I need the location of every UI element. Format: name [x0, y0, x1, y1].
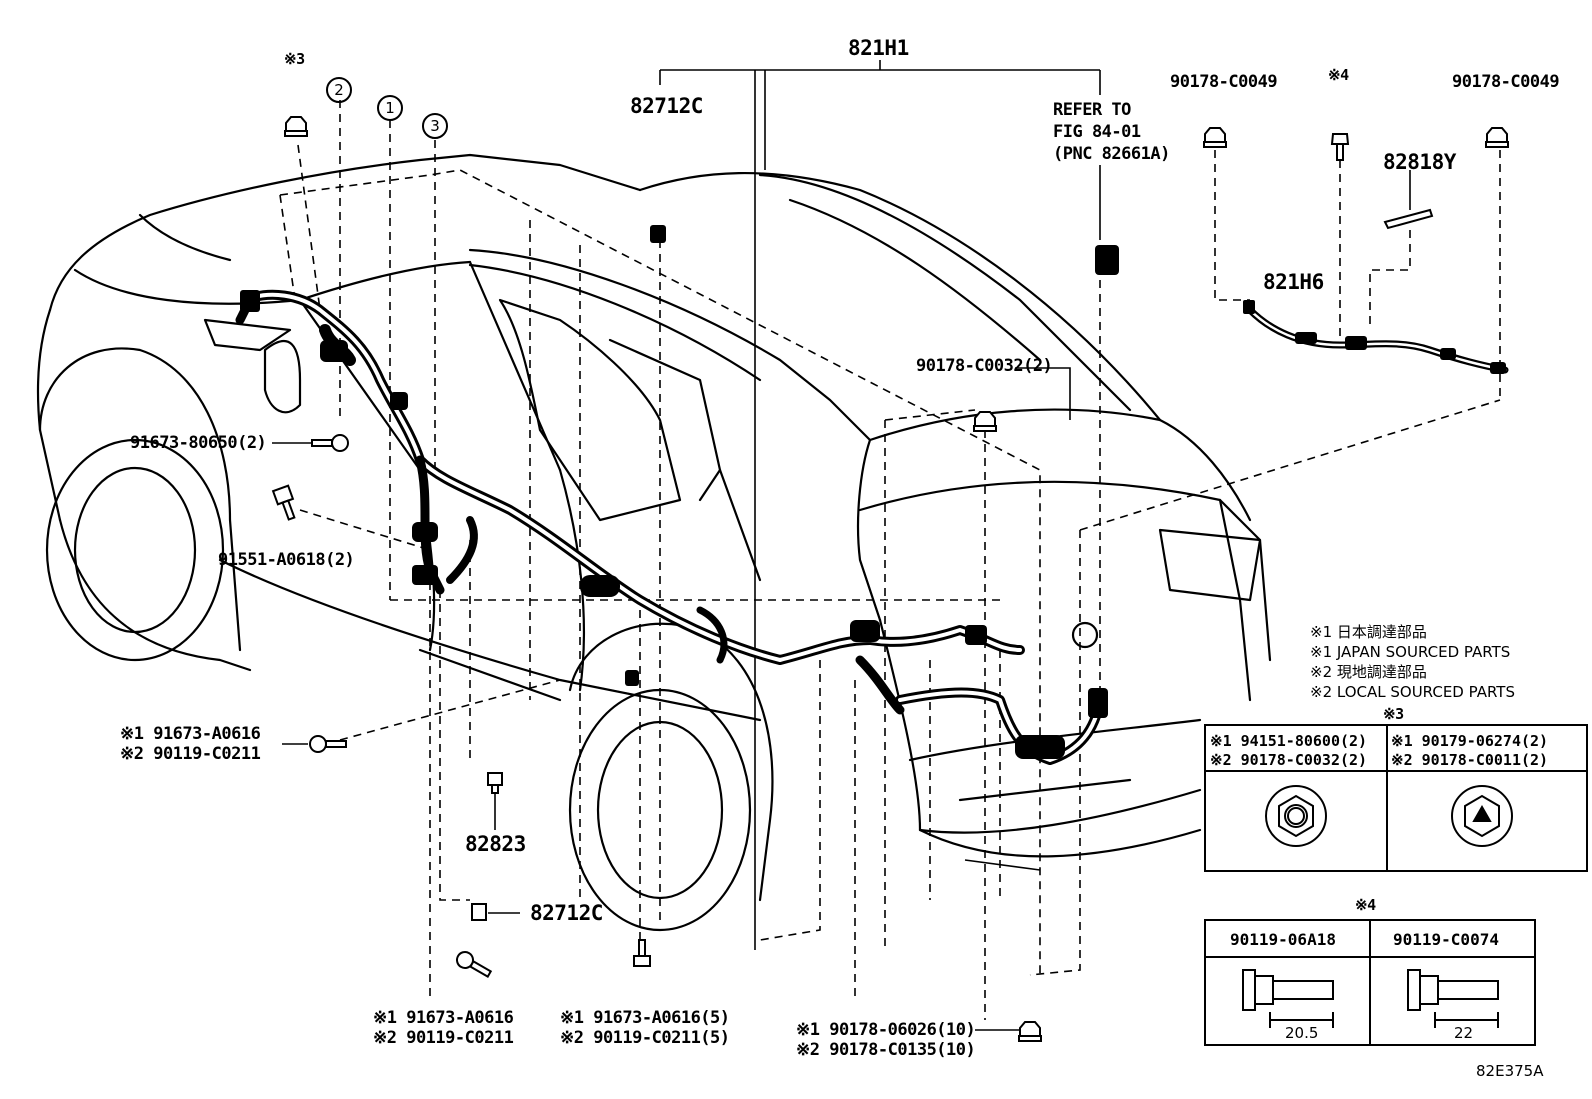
- label-clip-top-left: 90178-C0049: [1170, 72, 1278, 92]
- note-japan-sourced-jp: ※1 日本調達部品: [1310, 623, 1427, 641]
- fasteners: [271, 116, 1509, 1042]
- bolt-icon: [456, 951, 493, 978]
- bolt-icon: [633, 939, 651, 967]
- hex-nut-icon: [1451, 785, 1513, 847]
- vehicle-body-outline: [36, 153, 1272, 932]
- solid-leaders: [272, 60, 1411, 1031]
- label-90178-c0032: 90178-C0032(2): [916, 356, 1053, 376]
- callout-3: 3: [422, 113, 448, 139]
- bracket-82818y: [1383, 208, 1434, 230]
- bolt-icon: [1407, 969, 1499, 1011]
- label-star3-top: ※3: [284, 50, 305, 68]
- table-3-left-line1: ※1 94151-80600(2): [1210, 732, 1368, 750]
- label-91673-80650: 91673-80650(2): [130, 433, 267, 453]
- figure-code: 82E375A: [1476, 1062, 1544, 1080]
- clip-icon: [487, 772, 503, 794]
- bolt-icon: [1330, 133, 1350, 161]
- table-3-right-line2: ※2 90178-C0011(2): [1391, 751, 1549, 769]
- table-3-frame: [1204, 724, 1588, 872]
- label-refer-line2: FIG 84-01: [1053, 122, 1141, 142]
- clip-icon: [1485, 127, 1509, 148]
- clip-icon: [1203, 127, 1227, 148]
- wire-harness-821h6: [1246, 306, 1509, 374]
- nut-icon: [973, 411, 997, 432]
- label-bottom-nut-c2: ※2 90178-C0135(10): [796, 1040, 976, 1060]
- table-4-dim1: 20.5: [1285, 1024, 1319, 1042]
- table-3-title: ※3: [1383, 705, 1404, 723]
- bolt-icon: [1242, 969, 1334, 1011]
- label-left-bolt-1: ※1 91673-A0616: [120, 724, 261, 744]
- label-refer-line1: REFER TO: [1053, 100, 1131, 120]
- label-refer-line3: (PNC 82661A): [1053, 144, 1170, 164]
- label-bottom-bolt-a1: ※1 91673-A0616: [373, 1008, 514, 1028]
- bolt-icon: [311, 434, 349, 452]
- label-bottom-bolt-a2: ※2 90119-C0211: [373, 1028, 514, 1048]
- nut-icon: [1018, 1021, 1042, 1042]
- bolt-icon: [309, 735, 347, 753]
- label-91551-a0618: 91551-A0618(2): [218, 550, 355, 570]
- label-bottom-bolt-b2: ※2 90119-C0211(5): [560, 1028, 730, 1048]
- harness-821h6-connectors: [1243, 300, 1506, 374]
- label-star4-top: ※4: [1328, 66, 1349, 84]
- bolt-icon: [271, 484, 296, 521]
- table-3-left-line2: ※2 90178-C0032(2): [1210, 751, 1368, 769]
- label-bottom-nut-c1: ※1 90178-06026(10): [796, 1020, 976, 1040]
- clip-icon: [471, 903, 487, 921]
- note-local-sourced-jp: ※2 現地調達部品: [1310, 663, 1427, 681]
- table-4-dim2: 22: [1454, 1024, 1474, 1042]
- label-left-bolt-2: ※2 90119-C0211: [120, 744, 261, 764]
- label-82712c-top: 82712C: [630, 94, 703, 118]
- table-3-right-line1: ※1 90179-06274(2): [1391, 732, 1549, 750]
- label-clip-top-right: 90178-C0049: [1452, 72, 1560, 92]
- harness-connectors: [240, 225, 1119, 759]
- callout-1: 1: [377, 95, 403, 121]
- dashed-leaders: [279, 100, 1501, 1020]
- label-bottom-bolt-b1: ※1 91673-A0616(5): [560, 1008, 730, 1028]
- table-4-title: ※4: [1355, 896, 1376, 914]
- hex-nut-icon: [1265, 785, 1327, 847]
- label-82712c-bottom: 82712C: [530, 901, 603, 925]
- label-821h1: 821H1: [848, 36, 909, 60]
- nut-icon: [284, 116, 308, 137]
- label-821h6: 821H6: [1263, 270, 1324, 294]
- callout-2: 2: [326, 77, 352, 103]
- table-4-col2: 90119-C0074: [1393, 930, 1499, 949]
- note-japan-sourced-en: ※1 JAPAN SOURCED PARTS: [1310, 643, 1511, 661]
- label-82818y: 82818Y: [1383, 150, 1456, 174]
- label-82823: 82823: [465, 832, 526, 856]
- note-local-sourced-en: ※2 LOCAL SOURCED PARTS: [1310, 683, 1515, 701]
- table-4-col1: 90119-06A18: [1230, 930, 1336, 949]
- table-4-frame: [1204, 919, 1536, 1046]
